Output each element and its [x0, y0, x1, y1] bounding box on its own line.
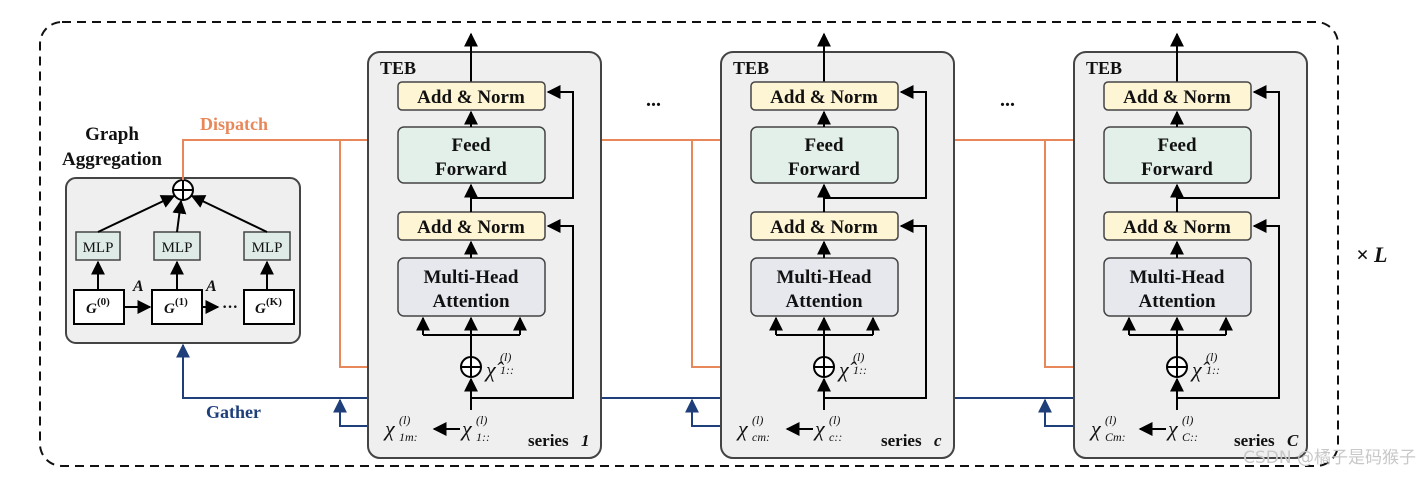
hat-x-sup: (l)	[1206, 350, 1217, 364]
series-index: c	[934, 431, 942, 450]
teb-label: TEB	[733, 58, 769, 78]
feed-forward-label-line2: Forward	[788, 159, 860, 180]
x-right-sup: (l)	[829, 413, 840, 427]
graph-aggregation-title-line1: Graph	[85, 124, 139, 145]
add-norm-bottom-label: Add & Norm	[417, 217, 525, 238]
mlp-label-0: MLP	[83, 240, 114, 256]
series-prefix: series	[528, 431, 569, 450]
add-norm-top-label: Add & Norm	[770, 87, 878, 108]
x-left-sup: (l)	[752, 413, 763, 427]
hat-x-sub: 1::	[853, 363, 867, 377]
add-norm-top-label: Add & Norm	[417, 87, 525, 108]
x-left-sub: 1m:	[399, 430, 418, 444]
x-right-sup: (l)	[1182, 413, 1193, 427]
attention-label-line2: Attention	[432, 291, 509, 312]
x-left-sub: Cm:	[1105, 430, 1126, 444]
feed-forward-label-line2: Forward	[1141, 159, 1213, 180]
add-norm-top-label: Add & Norm	[1123, 87, 1231, 108]
residual-ff	[1177, 85, 1280, 199]
graph-node-g1-base: G	[164, 301, 175, 317]
feed-forward-label-line1: Feed	[1157, 135, 1196, 156]
gather-flow: Gather	[176, 343, 1110, 427]
graph-node-gk-base: G	[255, 301, 266, 317]
graph-aggregation-module: Graph Aggregation MLP MLP MLP G (0) G (1…	[62, 124, 301, 344]
x-right-base: χ	[813, 416, 826, 441]
graph-aggregation-title-line2: Aggregation	[62, 149, 162, 170]
feed-forward-label-line1: Feed	[451, 135, 490, 156]
feed-forward-label-line2: Forward	[435, 159, 507, 180]
residual-attn	[1177, 219, 1280, 399]
attention-label-line2: Attention	[785, 291, 862, 312]
hat-x-sup: (l)	[853, 350, 864, 364]
x-right-base: χ	[1166, 416, 1179, 441]
sum-operator-icon	[1166, 356, 1188, 378]
series-prefix: series	[881, 431, 922, 450]
mlp-label-k: MLP	[252, 240, 283, 256]
feed-forward-label-line1: Feed	[804, 135, 843, 156]
graph-node-g0-base: G	[86, 301, 97, 317]
x-left-sup: (l)	[399, 413, 410, 427]
repeat-times-label: × L	[1356, 242, 1387, 267]
sum-operator-icon	[172, 179, 194, 201]
residual-ff	[471, 85, 574, 199]
block-ellipsis-2: ...	[1000, 89, 1015, 111]
graph-node-g0	[73, 289, 125, 325]
adjacency-label-2: A	[205, 278, 217, 295]
add-norm-bottom-label: Add & Norm	[770, 217, 878, 238]
series-index: C	[1287, 431, 1299, 450]
block-ellipsis-1: ...	[646, 89, 661, 111]
attention-label-line1: Multi-Head	[424, 267, 519, 288]
series-prefix: series	[1234, 431, 1275, 450]
residual-ff	[824, 85, 927, 199]
graph-node-g1-sup: (1)	[175, 296, 188, 308]
add-norm-top-box	[397, 81, 546, 111]
graph-node-gk	[243, 289, 295, 325]
dispatch-label: Dispatch	[200, 114, 268, 134]
teb-label: TEB	[1086, 58, 1122, 78]
residual-attn	[824, 219, 927, 399]
x-left-base: χ	[736, 416, 749, 441]
sum-operator-icon	[813, 356, 835, 378]
layer-repeat-boundary	[39, 21, 1339, 467]
x-left-base: χ	[383, 416, 396, 441]
graph-node-gk-sup: (K)	[266, 296, 282, 308]
teb-label: TEB	[380, 58, 416, 78]
x-left-sup: (l)	[1105, 413, 1116, 427]
x-right-sub: 1::	[476, 430, 490, 444]
add-norm-bottom-label: Add & Norm	[1123, 217, 1231, 238]
gather-label: Gather	[206, 402, 261, 422]
x-right-sup: (l)	[476, 413, 487, 427]
hat-x-sup: (l)	[500, 350, 511, 364]
x-left-sub: cm:	[752, 430, 770, 444]
attention-label-line1: Multi-Head	[1130, 267, 1225, 288]
mlp-label-1: MLP	[162, 240, 193, 256]
graph-node-g0-sup: (0)	[97, 296, 110, 308]
x-left-base: χ	[1089, 416, 1102, 441]
hat-x-sub: 1::	[500, 363, 514, 377]
watermark-text: CSDN @橘子是码猴子	[1243, 448, 1416, 468]
x-right-base: χ	[460, 416, 473, 441]
dispatch-flow: Dispatch	[182, 114, 1163, 374]
add-norm-top-box	[750, 81, 899, 111]
residual-attn	[471, 219, 574, 399]
hat-x-sub: 1::	[1206, 363, 1220, 377]
attention-label-line2: Attention	[1138, 291, 1215, 312]
add-norm-top-box	[1103, 81, 1252, 111]
x-right-sub: c::	[829, 430, 842, 444]
adjacency-label-1: A	[132, 278, 144, 295]
graph-node-ellipsis: ···	[222, 299, 238, 316]
mlp-box-1	[153, 231, 201, 261]
x-right-sub: C::	[1182, 430, 1198, 444]
attention-label-line1: Multi-Head	[777, 267, 872, 288]
sum-operator-icon	[460, 356, 482, 378]
series-index: 1	[581, 431, 590, 450]
